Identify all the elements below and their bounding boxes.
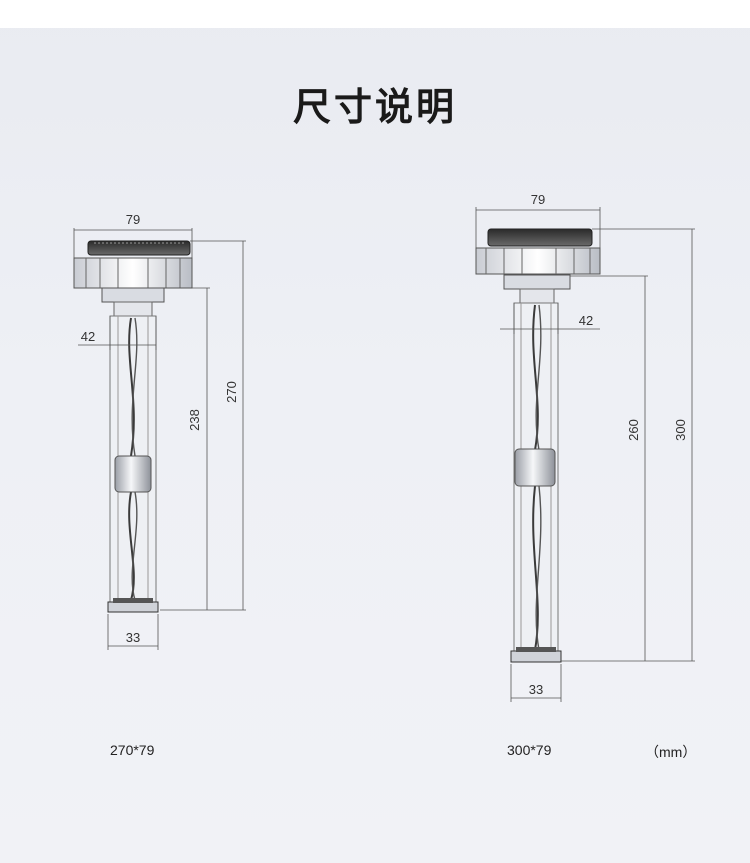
float	[514, 448, 556, 487]
sensor-right	[475, 228, 601, 663]
caption-right: 300*79	[507, 742, 552, 758]
cap-top-ring	[87, 240, 191, 256]
cap-neck	[101, 287, 165, 303]
dim-base-width-left: 33	[126, 630, 140, 645]
dim-labels-left: 79 42 238 270 33	[81, 212, 239, 645]
dim-stem-width-right: 42	[579, 313, 593, 328]
dims-left	[73, 228, 246, 650]
dim-total-length-left: 270	[224, 381, 239, 403]
dims-right	[475, 207, 695, 702]
unit-label: （mm）	[645, 744, 697, 760]
caption-left: 270*79	[110, 742, 155, 758]
dim-cap-width-right: 79	[531, 192, 545, 207]
page-title: 尺寸说明	[292, 85, 457, 129]
sensor-left	[73, 240, 193, 613]
dim-inner-length-right: 260	[626, 419, 641, 441]
cap-neck	[503, 274, 571, 290]
cap-top-ring	[487, 228, 593, 247]
dim-labels-right: 79 42 260 300 33	[529, 192, 688, 697]
dim-inner-length-left: 238	[187, 409, 202, 431]
dim-base-width-right: 33	[529, 682, 543, 697]
cap-body	[73, 257, 193, 289]
dim-stem-width-left: 42	[81, 329, 95, 344]
dim-cap-width-left: 79	[126, 212, 140, 227]
dim-total-length-right: 300	[673, 419, 688, 441]
tube-base	[510, 650, 562, 663]
cap-body	[475, 247, 601, 275]
float	[114, 455, 152, 493]
top-band	[0, 0, 750, 28]
tube-base	[107, 601, 159, 613]
